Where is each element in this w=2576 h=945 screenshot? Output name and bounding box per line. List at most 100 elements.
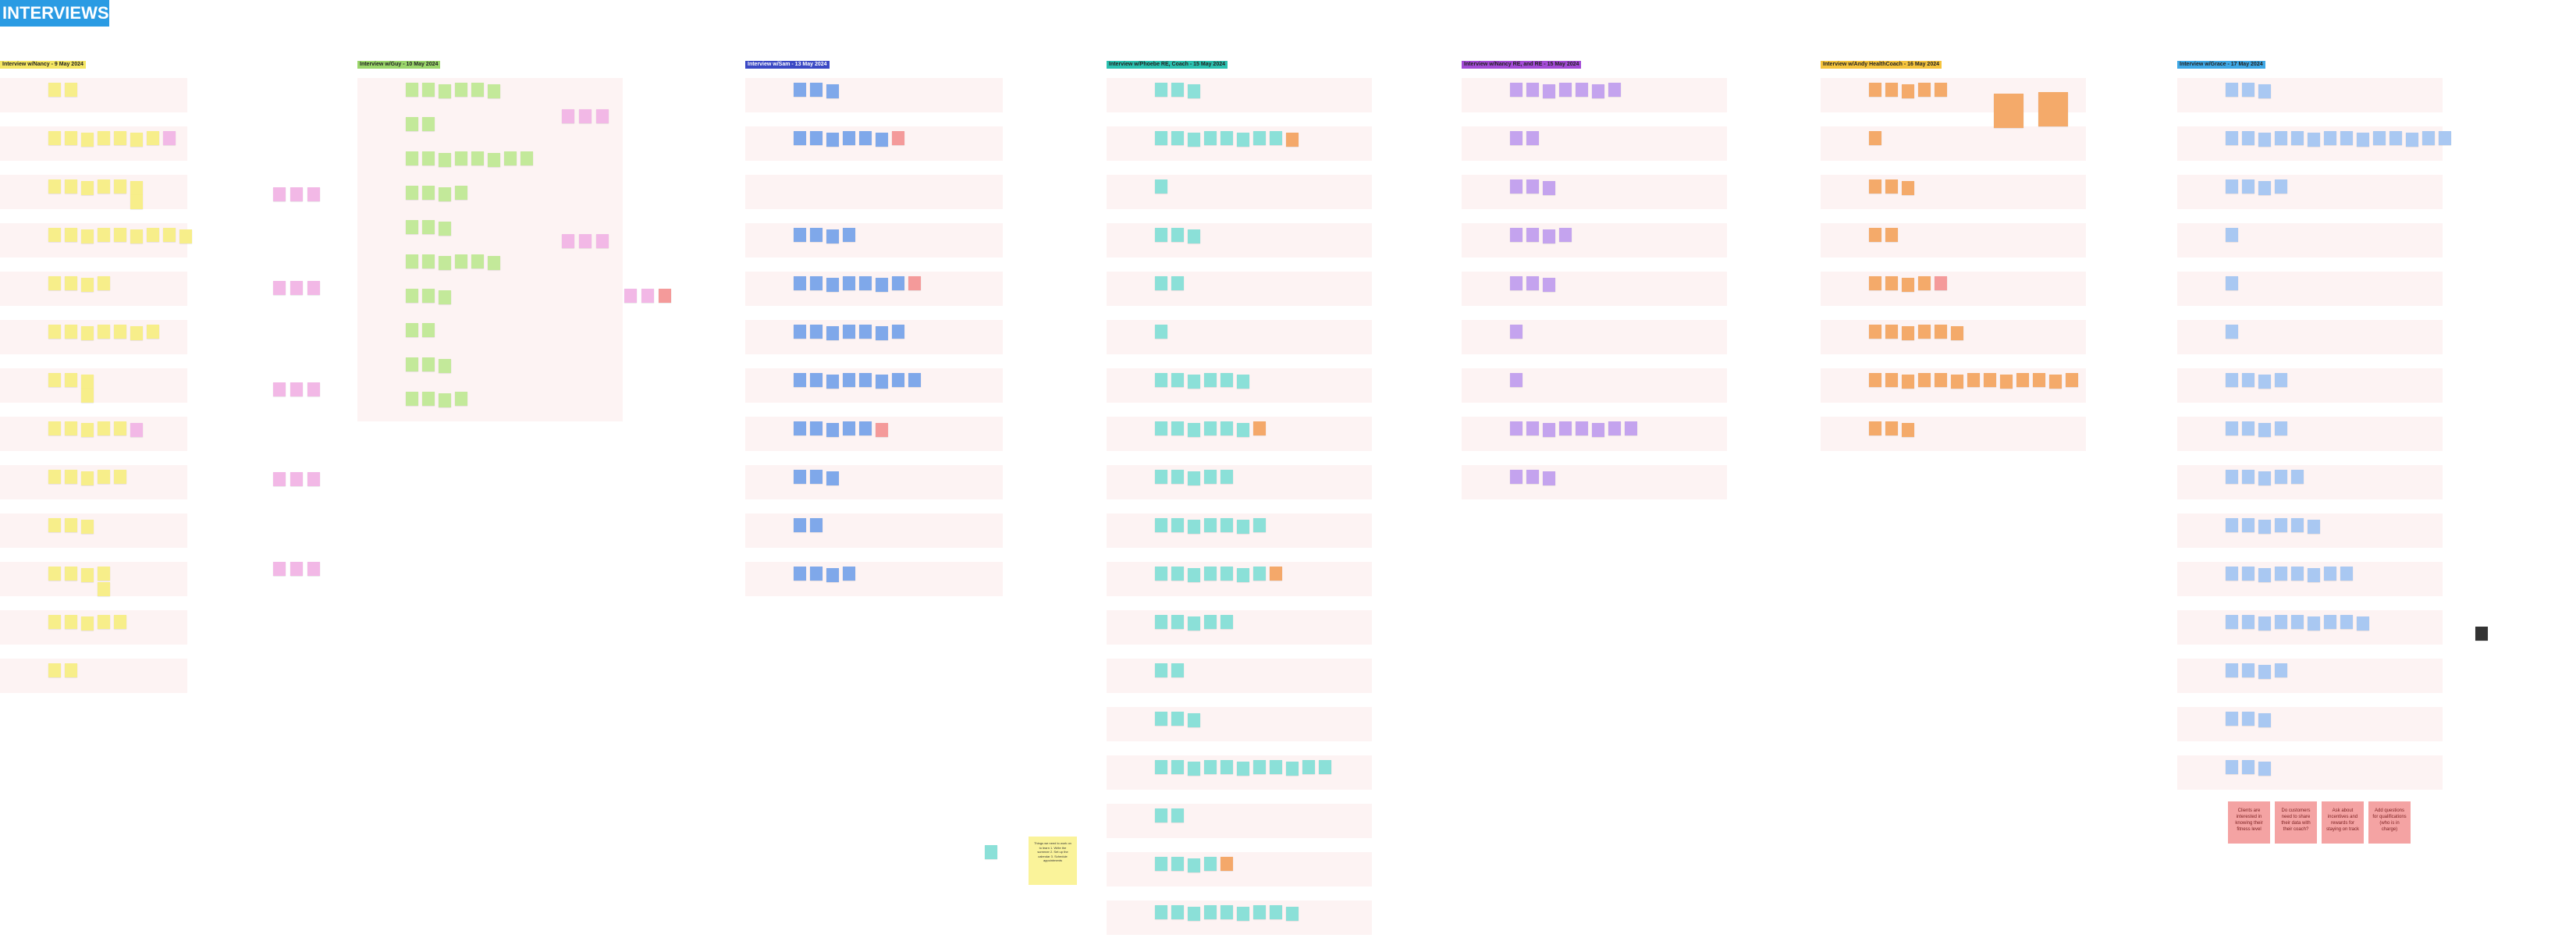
- sticky-note[interactable]: [2258, 568, 2271, 582]
- sticky-note[interactable]: [2258, 713, 2271, 727]
- sticky-note[interactable]: [1237, 520, 1249, 534]
- sticky-note[interactable]: [1286, 133, 1299, 147]
- sticky-note[interactable]: [2308, 520, 2320, 534]
- sticky-note[interactable]: [1526, 421, 1539, 435]
- sticky-note[interactable]: [504, 151, 517, 165]
- sticky-note[interactable]: [1902, 84, 1914, 98]
- sticky-note[interactable]: [1171, 518, 1184, 532]
- sticky-note[interactable]: [2258, 84, 2271, 98]
- sticky-note[interactable]: [65, 518, 77, 532]
- sticky-note[interactable]: [1510, 83, 1523, 97]
- sticky-note[interactable]: [48, 83, 61, 97]
- sticky-note[interactable]: [2308, 616, 2320, 631]
- sticky-note[interactable]: [406, 151, 418, 165]
- sticky-note[interactable]: [876, 375, 888, 389]
- sticky-note[interactable]: [826, 326, 839, 340]
- sticky-note[interactable]: [422, 83, 435, 97]
- sticky-note[interactable]: [2226, 567, 2238, 581]
- sticky-note[interactable]: [1869, 83, 1881, 97]
- sticky-note[interactable]: [65, 325, 77, 339]
- sticky-note[interactable]: [826, 471, 839, 485]
- sticky-note[interactable]: [1543, 84, 1555, 98]
- sticky-note[interactable]: [406, 83, 418, 97]
- sticky-note[interactable]: [1204, 905, 1217, 919]
- sticky-note[interactable]: [2275, 421, 2287, 435]
- sticky-note[interactable]: [1171, 373, 1184, 387]
- sticky-note[interactable]: [1885, 325, 1898, 339]
- sticky-note[interactable]: [273, 562, 286, 576]
- sticky-note[interactable]: [1220, 131, 1233, 145]
- sticky-note[interactable]: [1171, 421, 1184, 435]
- sticky-note[interactable]: [810, 228, 823, 242]
- sticky-note[interactable]: [81, 133, 94, 147]
- sticky-note[interactable]: [1510, 421, 1523, 435]
- sticky-note[interactable]: [1918, 83, 1931, 97]
- sticky-note[interactable]: [1902, 326, 1914, 340]
- sticky-note[interactable]: [2066, 373, 2078, 387]
- sticky-note[interactable]: [2258, 762, 2271, 776]
- sticky-note[interactable]: [2226, 760, 2238, 774]
- sticky-note[interactable]: [1869, 228, 1881, 242]
- sticky-note[interactable]: [48, 179, 61, 194]
- sticky-note[interactable]: [892, 276, 904, 290]
- sticky-note[interactable]: [659, 289, 671, 303]
- sticky-note[interactable]: [471, 151, 484, 165]
- sticky-note[interactable]: [562, 234, 574, 248]
- sticky-note[interactable]: [1526, 131, 1539, 145]
- sticky-note[interactable]: [2226, 712, 2238, 726]
- sticky-note[interactable]: [1543, 471, 1555, 485]
- sticky-note[interactable]: [1155, 567, 1167, 581]
- dark-sticky-note[interactable]: [2475, 627, 2488, 641]
- sticky-note[interactable]: [908, 373, 921, 387]
- sticky-note[interactable]: [98, 131, 110, 145]
- sticky-note[interactable]: [1155, 518, 1167, 532]
- sticky-note[interactable]: [810, 421, 823, 435]
- sticky-note[interactable]: [307, 382, 320, 396]
- sticky-note[interactable]: [1188, 423, 1200, 437]
- sticky-note[interactable]: [810, 83, 823, 97]
- sticky-note[interactable]: [2242, 373, 2254, 387]
- sticky-note[interactable]: [1510, 470, 1523, 484]
- sticky-note[interactable]: [406, 357, 418, 371]
- sticky-note[interactable]: [1559, 421, 1572, 435]
- sticky-note[interactable]: [1171, 276, 1184, 290]
- sticky-note[interactable]: [876, 423, 888, 437]
- sticky-note[interactable]: [1171, 615, 1184, 629]
- sticky-note[interactable]: [455, 151, 467, 165]
- sticky-note[interactable]: [2226, 470, 2238, 484]
- sticky-note[interactable]: [1253, 905, 1266, 919]
- sticky-note[interactable]: [130, 133, 143, 147]
- sticky-note[interactable]: [2340, 567, 2353, 581]
- sticky-note[interactable]: [1559, 228, 1572, 242]
- sticky-note[interactable]: [1576, 421, 1588, 435]
- sticky-note[interactable]: [1155, 470, 1167, 484]
- sticky-note[interactable]: [826, 133, 839, 147]
- sticky-note[interactable]: [1543, 181, 1555, 195]
- sticky-note[interactable]: [794, 276, 806, 290]
- sticky-note[interactable]: [1869, 421, 1881, 435]
- sticky-note[interactable]: [2275, 663, 2287, 677]
- sticky-note[interactable]: [406, 392, 418, 406]
- sticky-note[interactable]: [1592, 84, 1604, 98]
- sticky-note[interactable]: [422, 254, 435, 268]
- sticky-note[interactable]: [2226, 663, 2238, 677]
- sticky-note[interactable]: [2226, 131, 2238, 145]
- sticky-note[interactable]: [843, 325, 855, 339]
- sticky-note[interactable]: [1885, 228, 1898, 242]
- sticky-note[interactable]: [98, 228, 110, 242]
- sticky-note[interactable]: [1967, 373, 1980, 387]
- sticky-note[interactable]: [876, 133, 888, 147]
- sticky-note[interactable]: [2258, 423, 2271, 437]
- sticky-note[interactable]: [2389, 131, 2402, 145]
- sticky-note[interactable]: [1935, 276, 1947, 290]
- sticky-note[interactable]: [1918, 373, 1931, 387]
- sticky-note[interactable]: [1902, 181, 1914, 195]
- sticky-note[interactable]: [826, 375, 839, 389]
- sticky-note[interactable]: [2038, 92, 2068, 126]
- sticky-note[interactable]: [48, 615, 61, 629]
- sticky-note[interactable]: [2258, 616, 2271, 631]
- sticky-note[interactable]: [290, 281, 303, 295]
- sticky-note[interactable]: [876, 326, 888, 340]
- sticky-note[interactable]: [1171, 712, 1184, 726]
